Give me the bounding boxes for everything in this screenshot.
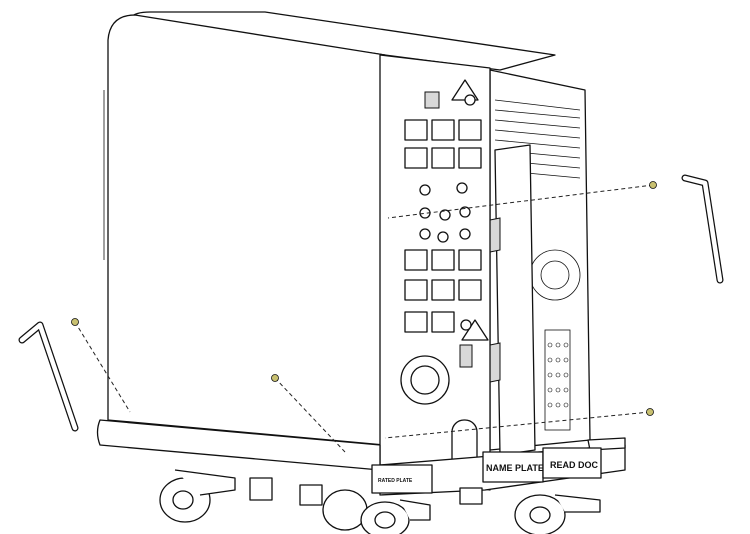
rated-plate-text: RATED PLATE (378, 478, 413, 484)
outlet-group-bottom (404, 249, 482, 333)
vent-holes (547, 342, 569, 408)
output-breaker-switch (459, 344, 473, 368)
read-doc-label (542, 447, 602, 479)
hex-key-left (18, 321, 79, 432)
screw-icon (646, 408, 654, 416)
screw-icon (271, 374, 279, 382)
internal-chassis (489, 69, 591, 456)
connector-group (419, 182, 471, 243)
input-breaker-switch (424, 91, 440, 109)
name-plate-text: NAME PLATE (486, 463, 544, 473)
outlet-group-top (404, 119, 482, 169)
hex-key-right (681, 174, 724, 284)
caster-wheels (159, 469, 601, 534)
screw-icon (649, 181, 657, 189)
rear-panel (379, 54, 491, 491)
screws (71, 181, 657, 453)
wheel (322, 489, 368, 531)
base-tray: RATED PLATE NAME PLATE READ DOC (96, 419, 626, 496)
input-power-inlet (400, 355, 450, 405)
read-doc-text: READ DOC (550, 460, 599, 470)
main-body-side-panel (103, 14, 386, 446)
rated-plate (371, 464, 433, 494)
screw-icon (71, 318, 79, 326)
